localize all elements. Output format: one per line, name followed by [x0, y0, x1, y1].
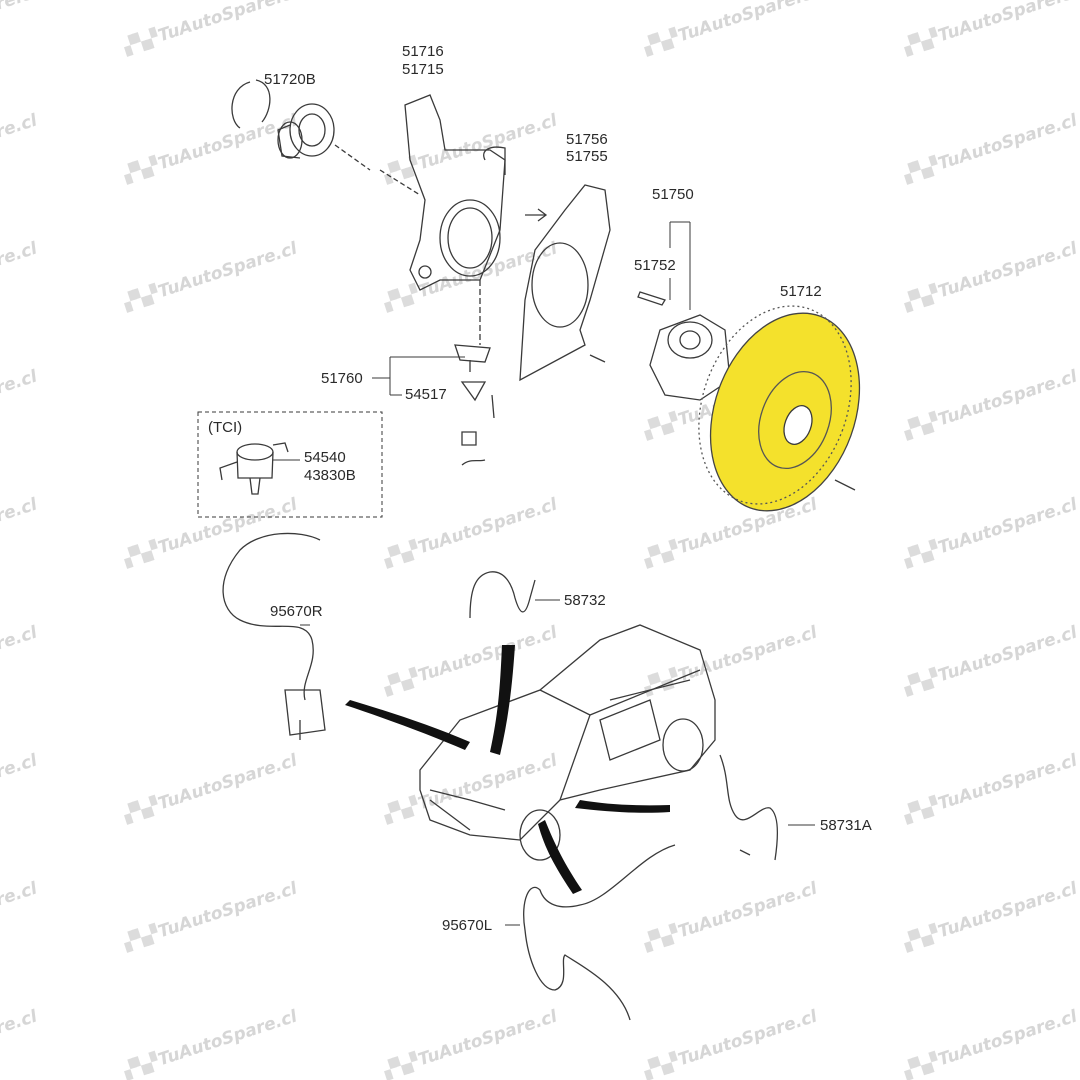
arrow-icon [525, 208, 548, 222]
brake-disc [698, 305, 861, 512]
wheel-bearing [277, 103, 335, 159]
label-tci: (TCI) [208, 419, 243, 436]
label-51712: 51712 [780, 283, 822, 300]
snap-ring [231, 79, 271, 129]
dust-shield [519, 184, 611, 382]
label-51760: 51760 [321, 370, 363, 387]
label-95670L: 95670L [442, 917, 493, 934]
disc-face [709, 312, 861, 512]
label-51750: 51750 [652, 186, 694, 203]
nut [461, 431, 477, 446]
sensor-cable-left [523, 844, 676, 1021]
ball-joint [454, 344, 491, 372]
pointer-swoosh [575, 800, 670, 813]
label-51720B: 51720B [264, 71, 316, 88]
label-51756: 51756 [566, 131, 608, 148]
label-51752: 51752 [634, 257, 676, 274]
label-58731A: 58731A [820, 817, 872, 834]
pointer-swoosh [490, 645, 515, 755]
brake-hose-58731A [719, 754, 779, 861]
sensor-cable-right [222, 532, 321, 701]
label-95670R: 95670R [270, 603, 323, 620]
wheel-stud [637, 291, 666, 306]
label-51755: 51755 [566, 148, 608, 165]
steering-knuckle [404, 94, 506, 291]
wheel-hub [649, 314, 731, 401]
boot [460, 381, 487, 402]
label-51716: 51716 [402, 43, 444, 60]
vehicle-outline [419, 624, 716, 861]
tci-box [197, 411, 383, 518]
pointer-swoosh [538, 820, 582, 894]
label-54540: 54540 [304, 449, 346, 466]
label-43830B: 43830B [304, 467, 356, 484]
label-58732: 58732 [564, 592, 606, 609]
tci-ball-joint [219, 442, 300, 495]
brake-hose-58732 [469, 571, 536, 619]
pointer-swoosh [345, 700, 470, 750]
label-51715: 51715 [402, 61, 444, 78]
label-54517: 54517 [405, 386, 447, 403]
